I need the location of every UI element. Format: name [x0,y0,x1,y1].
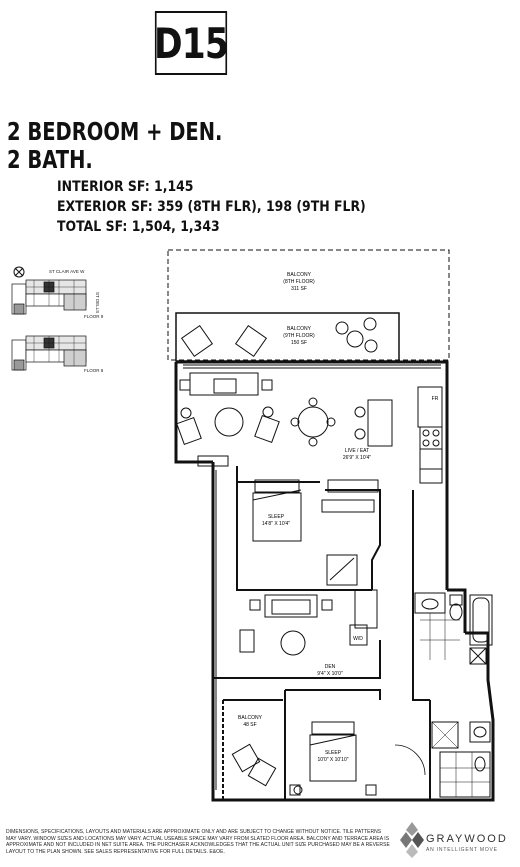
balcony-9th-floor: (9TH FLOOR) [283,333,315,339]
balcony-8th-name: BALCONY [287,272,312,278]
total-sf: TOTAL SF: 1,504, 1,343 [57,219,220,235]
balcony-chairs [180,317,378,358]
window-lines [183,364,441,790]
fridge-label: FR [432,396,439,402]
sleep-1-name: SLEEP [268,514,285,520]
graywood-logo-icon [400,822,424,858]
key-plan-floor-8-label: FLOOR 8 [84,368,104,373]
bedroom-headline: 2 BEDROOM + DEN. [7,117,223,146]
exterior-walls [174,360,495,802]
unit-code: D15 [154,11,229,75]
bathroom-2 [394,721,491,798]
washer-dryer-label: W/D [353,636,363,642]
key-plan-floor-9 [11,279,87,315]
interior-walls [213,466,431,800]
bathroom-1 [414,592,493,665]
balcony-9th-area: 150 SF [291,340,307,346]
balcony-9th-name: BALCONY [287,326,312,332]
live-eat-dims: 26'9" X 10'4" [343,455,371,461]
den-dims: 9'4" X 10'0" [317,671,343,677]
interior-sf: INTERIOR SF: 1,145 [57,179,194,195]
den-name: DEN [325,664,336,670]
balcony-side-chairs [231,743,303,795]
brand-name: GRAYWOOD [426,833,508,845]
exterior-sf: EXTERIOR SF: 359 (8TH FLR), 198 (9TH FLR… [57,199,366,215]
sleep-2-dims: 10'0" X 10'10" [317,757,348,763]
live-eat-name: LIVE / EAT [345,448,369,454]
balcony-8th-area: 311 SF [291,286,307,292]
balcony-side-name: BALCONY [238,715,263,721]
key-plan-street-side: ST DELLS [95,292,100,313]
bedroom-2-furniture [289,721,377,796]
bedroom-1-furniture [252,479,379,586]
balcony-side-area: 48 SF [243,722,256,728]
key-plan-street-top: ST CLAIR AVE W [49,269,85,274]
sleep-1-dims: 14'8" X 10'4" [262,521,290,527]
key-plan-floor-9-label: FLOOR 9 [84,314,104,319]
disclaimer: DIMENSIONS, SPECIFICATIONS, LAYOUTS AND … [6,829,390,855]
brand-tagline: AN INTELLIGENT MOVE [426,847,498,853]
key-plan-floor-8 [11,335,87,371]
north-arrow-icon [13,266,25,278]
balcony-8th-floor: (8TH FLOOR) [283,279,315,285]
bath-headline: 2 BATH. [7,145,93,174]
key-plan: ST CLAIR AVE W ST DELLS FLOOR 9 FLOOR 8 [11,266,104,373]
den-furniture [239,589,378,656]
sleep-2-name: SLEEP [325,750,342,756]
living-furniture [176,372,443,484]
balcony-8th-outline [167,249,450,361]
